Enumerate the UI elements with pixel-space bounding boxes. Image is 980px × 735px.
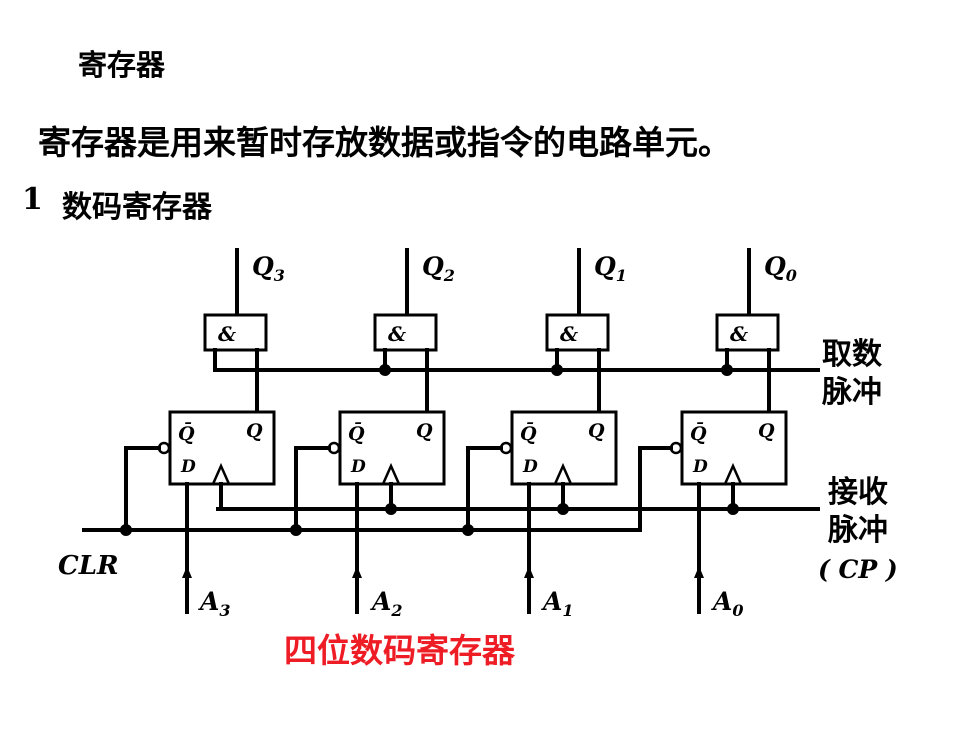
- and-gate-3: [203, 313, 268, 352]
- junction-dot: [551, 364, 563, 376]
- clock-input-triangle: [723, 462, 743, 485]
- junction-dot: [462, 524, 474, 536]
- clock-input-triangle: [553, 462, 573, 485]
- receive-pulse-label-line1: 接收: [828, 475, 888, 510]
- input-label-a1: A1: [541, 587, 574, 620]
- and-gate-symbol: &: [730, 322, 748, 346]
- and-gate-2: [373, 313, 438, 352]
- ff-q-bar-label: Q̄: [178, 423, 195, 445]
- page-title: 寄存器: [78, 48, 166, 82]
- ff-d-label: D: [692, 457, 708, 477]
- section-title: 数码寄存器: [62, 190, 212, 225]
- section-number: 1: [22, 182, 43, 217]
- register-stage-0: & Q̄ Q D: [638, 248, 788, 614]
- clock-input-triangle: [211, 462, 231, 485]
- fetch-pulse-label-line2: 脉冲: [822, 375, 882, 410]
- and-gate-symbol: &: [218, 322, 236, 346]
- and-gate-symbol: &: [388, 322, 406, 346]
- junction-dot: [557, 503, 569, 515]
- and-gate-1: [545, 313, 610, 352]
- input-label-a0: A0: [711, 587, 744, 620]
- ff-d-label: D: [180, 457, 196, 477]
- and-gate-symbol: &: [560, 322, 578, 346]
- d-flip-flop-3: [168, 410, 276, 486]
- diagram-caption: 四位数码寄存器: [284, 631, 515, 670]
- fetch-pulse-label-line1: 取数: [822, 337, 883, 372]
- clr-label: CLR: [58, 551, 119, 581]
- ff-q-bar-label: Q̄: [690, 423, 707, 445]
- ff-d-label: D: [522, 457, 538, 477]
- ff-q-label: Q: [416, 420, 433, 442]
- junction-dot: [385, 503, 397, 515]
- input-label-a2: A2: [370, 587, 403, 620]
- junction-dot: [120, 524, 132, 536]
- and-gate-0: [715, 313, 780, 352]
- junction-dot: [379, 364, 391, 376]
- ff-q-bar-label: Q̄: [348, 423, 365, 445]
- output-label-q1: Q1: [594, 252, 627, 285]
- register-stage-3: & Q̄ Q D: [120, 248, 276, 614]
- ff-q-label: Q: [588, 420, 605, 442]
- junction-dot: [721, 364, 733, 376]
- clock-input-triangle: [381, 462, 401, 485]
- junction-dot: [727, 503, 739, 515]
- ff-q-bar-label: Q̄: [520, 423, 537, 445]
- ff-d-label: D: [350, 457, 366, 477]
- input-label-a3: A3: [198, 587, 231, 620]
- ff-q-label: Q: [246, 420, 263, 442]
- ff-q-label: Q: [758, 420, 775, 442]
- input-arrows: [182, 566, 704, 578]
- output-label-q3: Q3: [252, 252, 285, 285]
- output-label-q0: Q0: [764, 252, 797, 285]
- page-subtitle: 寄存器是用来暂时存放数据或指令的电路单元。: [38, 123, 731, 162]
- register-stage-2: & Q̄ Q D: [290, 248, 446, 614]
- register-stage-1: & Q̄ Q D: [462, 248, 618, 614]
- receive-pulse-label-cp: ( CP ): [818, 555, 898, 584]
- output-label-q2: Q2: [422, 252, 455, 285]
- receive-pulse-label-line2: 脉冲: [828, 513, 888, 548]
- junction-dot: [290, 524, 302, 536]
